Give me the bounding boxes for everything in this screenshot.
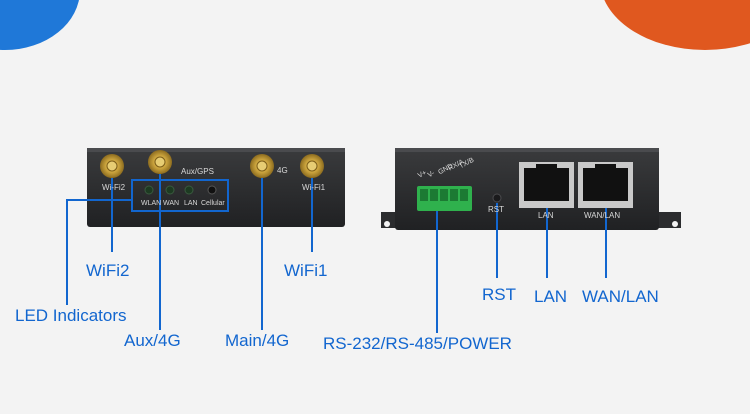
callout-lines bbox=[66, 174, 607, 333]
callout-led-indicators: LED Indicators bbox=[15, 306, 127, 325]
terminal-block bbox=[417, 186, 472, 211]
callout-wifi2: WiFi2 bbox=[86, 261, 130, 280]
led-label-lan: LAN bbox=[184, 200, 198, 207]
wanlan-port bbox=[578, 162, 633, 208]
callout-wanlan: WAN/LAN bbox=[582, 287, 659, 306]
main-4g-connector bbox=[250, 154, 274, 178]
callout-lan: LAN bbox=[534, 287, 568, 306]
wan-led-icon bbox=[165, 185, 175, 195]
callout-wifi1: WiFi1 bbox=[284, 261, 328, 280]
wlan-led-icon bbox=[144, 185, 154, 195]
led-callout-line bbox=[66, 199, 132, 305]
cellular-led-icon bbox=[207, 185, 217, 195]
wifi2-panel-label: Wi-Fi2 bbox=[102, 183, 126, 192]
callout-rst: RST bbox=[482, 285, 516, 304]
aux-gps-connector bbox=[148, 150, 172, 174]
callout-aux4g: Aux/4G bbox=[124, 331, 181, 350]
rst-panel-label: RST bbox=[488, 205, 504, 214]
wifi1-connector bbox=[300, 154, 324, 178]
lan-panel-label: LAN bbox=[538, 211, 554, 220]
wanlan-panel-label: WAN/LAN bbox=[584, 211, 621, 220]
callout-main4g: Main/4G bbox=[225, 331, 290, 350]
lan-led-icon bbox=[184, 185, 194, 195]
led-label-wan: WAN bbox=[163, 200, 180, 207]
wifi2-connector bbox=[100, 154, 124, 178]
fourg-panel-label: 4G bbox=[277, 166, 288, 175]
right-device bbox=[381, 148, 681, 230]
led-label-cellular: Cellular bbox=[201, 200, 225, 207]
wifi1-panel-label: Wi-Fi1 bbox=[302, 183, 326, 192]
led-label-wlan: WLAN bbox=[141, 200, 162, 207]
led-highlight-box bbox=[131, 179, 229, 212]
rst-button bbox=[492, 193, 502, 203]
left-device bbox=[87, 148, 345, 227]
lan-port bbox=[519, 162, 574, 208]
aux-gps-panel-label: Aux/GPS bbox=[181, 167, 214, 176]
callout-rs232: RS-232/RS-485/POWER bbox=[323, 334, 512, 353]
